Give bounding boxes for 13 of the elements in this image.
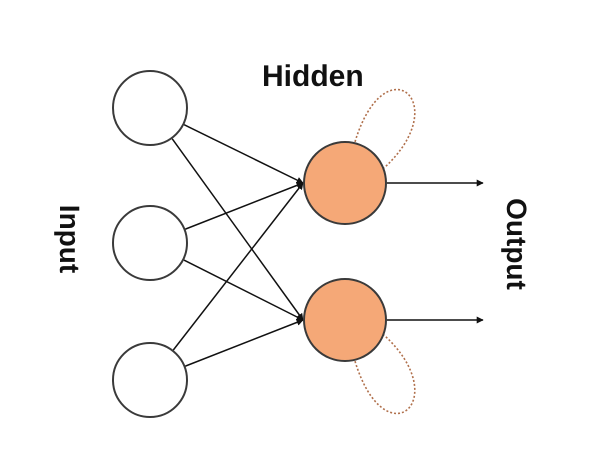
layer-label: Input xyxy=(55,204,84,274)
arrow xyxy=(172,182,304,350)
arrow xyxy=(185,319,304,367)
self-loop xyxy=(354,89,416,168)
layer-label: Output xyxy=(502,198,530,290)
arrow xyxy=(184,124,304,184)
arrow xyxy=(185,182,304,230)
arrow xyxy=(172,138,304,321)
arrow xyxy=(184,259,304,321)
layer-label: Hidden xyxy=(262,62,364,92)
self-loop xyxy=(354,334,416,414)
arrow xyxy=(387,316,484,324)
arrow xyxy=(387,180,484,186)
